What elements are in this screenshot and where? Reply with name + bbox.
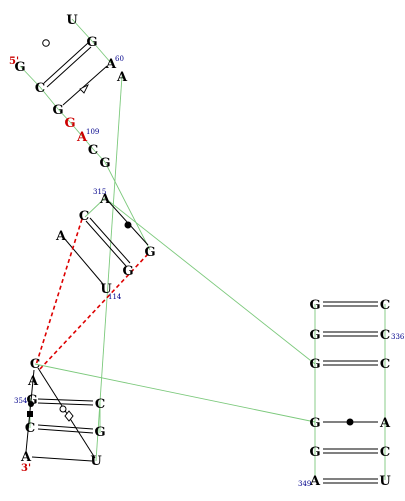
nucleotide: U <box>100 282 112 297</box>
nucleotide: C <box>88 143 98 158</box>
filled-circle-symbol <box>28 401 34 407</box>
nucleotide: U <box>90 454 102 469</box>
watson-crick-pair-line <box>89 217 131 264</box>
crossing-strand-line <box>37 367 96 459</box>
residue-numbers: 60 109 315 114 336 354 349 <box>14 55 405 488</box>
residue-number: 336 <box>391 333 405 341</box>
nucleotide: C <box>30 357 40 372</box>
three-prime-label: 3' <box>21 463 31 474</box>
nucleotide: G <box>14 60 25 75</box>
nucleotide: C <box>380 357 390 372</box>
nucleotide: A <box>27 374 39 389</box>
filled-circle-symbol <box>346 418 354 426</box>
nucleotide: U <box>379 474 391 489</box>
nucleotide: G <box>144 245 155 260</box>
nucleotide: C <box>380 298 390 313</box>
noncanonical-pair-line <box>31 456 93 462</box>
nucleotide: G <box>86 35 97 50</box>
backbone-segment <box>81 135 94 150</box>
open-circle-symbol <box>42 39 50 47</box>
backbone-segment <box>92 148 106 163</box>
nucleotide: C <box>380 328 390 343</box>
backbone-segment <box>84 197 106 218</box>
nucleotide: C <box>25 421 35 436</box>
nucleotide-highlighted: A <box>76 130 88 145</box>
nucleotide: C <box>95 397 105 412</box>
nucleotide: G <box>26 393 37 408</box>
nucleotide: G <box>309 328 320 343</box>
residue-number: 349 <box>298 480 311 488</box>
nucleotide: A <box>309 474 321 489</box>
nucleotide: A <box>55 229 67 244</box>
residue-number: 109 <box>86 128 99 136</box>
backbone-segment <box>95 75 123 462</box>
nucleotide: G <box>52 103 63 118</box>
backbone-segment <box>57 108 71 123</box>
nucleotide-highlighted: G <box>64 116 75 131</box>
open-circle-symbol <box>59 405 67 413</box>
residue-number: 354 <box>14 397 28 405</box>
watson-crick-pair-line <box>37 428 94 434</box>
nucleotide: G <box>99 156 110 171</box>
filled-square-symbol <box>27 411 33 417</box>
watson-crick-pair-line <box>37 402 94 406</box>
nucleotide: G <box>309 445 320 460</box>
tertiary-interaction-lines <box>35 218 149 370</box>
noncanonical-pair-line <box>62 65 108 106</box>
watson-crick-pair-line <box>85 220 127 267</box>
backbone-segment <box>91 40 112 64</box>
nucleotide: C <box>79 209 89 224</box>
nucleotide: A <box>105 57 117 72</box>
filled-circle-symbol <box>124 221 132 229</box>
nucleotide: G <box>122 264 133 279</box>
nucleotide: G <box>94 425 105 440</box>
residue-number: 315 <box>93 188 106 196</box>
nucleotide: A <box>20 450 32 465</box>
nucleotide: U <box>66 13 78 28</box>
backbone-segment <box>19 65 41 88</box>
residue-number: 114 <box>108 293 122 301</box>
nucleotide: A <box>99 192 111 207</box>
backbone-segment <box>104 197 316 365</box>
nucleotide: C <box>35 81 45 96</box>
nucleotide: A <box>116 70 128 85</box>
watson-crick-pair-line <box>46 46 92 88</box>
five-prime-label: 5' <box>9 56 19 67</box>
nucleotide: G <box>309 298 320 313</box>
backbone-segment <box>71 18 93 42</box>
nucleotide: G <box>309 416 320 431</box>
open-diamond-symbol <box>64 410 74 422</box>
backbone-lines <box>19 18 386 480</box>
watson-crick-pair-line <box>43 42 89 84</box>
nucleotide-letters: U G G A A C G G A C G A C A G G U G C G … <box>14 13 391 489</box>
open-triangle-symbol <box>79 83 90 94</box>
watson-crick-pair-line <box>37 398 94 402</box>
pair-lines <box>25 42 378 484</box>
backbone-segment <box>69 121 83 137</box>
nucleotide: A <box>379 416 391 431</box>
nucleotide: G <box>309 357 320 372</box>
backbone-segment <box>39 86 59 110</box>
backbone-segment <box>104 161 151 251</box>
tertiary-dashed-line <box>39 253 149 370</box>
helix-strand-line <box>63 237 104 285</box>
backbone-segment <box>34 363 316 423</box>
tertiary-dashed-line <box>35 218 83 366</box>
nucleotide: C <box>380 445 390 460</box>
watson-crick-pair-line <box>37 424 94 430</box>
residue-number: 60 <box>115 55 124 63</box>
